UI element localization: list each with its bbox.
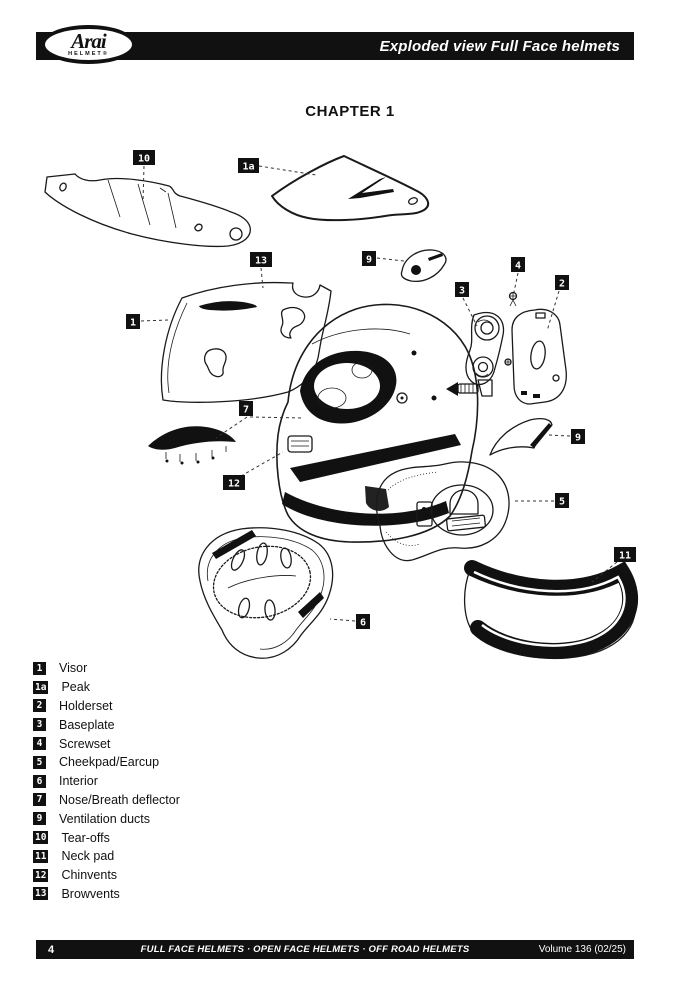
arai-logo: Arai HELMET® — [41, 25, 136, 64]
legend-key: 4 — [33, 737, 46, 751]
svg-text:9: 9 — [575, 433, 581, 444]
svg-text:10: 10 — [138, 154, 150, 165]
legend-label: Tear-offs — [61, 830, 110, 845]
legend-item: 9 Ventilation ducts — [33, 809, 180, 828]
svg-text:9: 9 — [366, 255, 372, 266]
interior-liner-drawing — [198, 527, 334, 659]
part-label-2: 2 — [555, 275, 569, 290]
part-label-5: 5 — [555, 493, 569, 508]
chapter-heading: CHAPTER 1 — [305, 103, 395, 120]
legend-label: Neck pad — [61, 849, 115, 864]
part-label-1: 1 — [126, 314, 140, 329]
legend-label: Visor — [59, 661, 88, 676]
legend-item: 7 Nose/Breath deflector — [33, 791, 180, 810]
part-label-1a: 1a — [238, 158, 259, 173]
part-label-7: 7 — [239, 401, 253, 416]
legend-label: Peak — [61, 680, 90, 695]
browvent-slot — [199, 301, 257, 311]
legend-label: Holderset — [59, 698, 113, 713]
footer-categories: FULL FACE HELMETS · OPEN FACE HELMETS · … — [140, 944, 470, 955]
chin-stripe — [290, 434, 461, 482]
part-label-9-top: 9 — [362, 251, 376, 266]
legend-item: 13 Browvents — [33, 885, 180, 904]
breath-deflector-drawing — [148, 426, 236, 465]
svg-text:1: 1 — [130, 318, 136, 329]
footer-bar: 4 FULL FACE HELMETS · OPEN FACE HELMETS … — [36, 940, 634, 959]
part-label-12: 12 — [223, 475, 245, 490]
svg-text:7: 7 — [243, 405, 249, 416]
vent-duct-top-drawing — [400, 249, 447, 283]
part-label-13: 13 — [250, 252, 272, 267]
helmet-shell-drawing — [276, 303, 479, 543]
legend-key: 12 — [33, 868, 49, 882]
part-labels: 10 1a 13 9 4 2 3 1 — [126, 150, 636, 629]
part-label-3: 3 — [455, 282, 469, 297]
legend-key: 2 — [33, 699, 46, 713]
legend-key: 11 — [33, 849, 49, 863]
legend-label: Ventilation ducts — [59, 811, 151, 826]
legend-item: 6 Interior — [33, 772, 180, 791]
legend-item: 4 Screwset — [33, 734, 180, 753]
svg-text:1a: 1a — [242, 162, 254, 173]
svg-text:2: 2 — [559, 279, 565, 290]
legend-key: 7 — [33, 793, 46, 807]
svg-text:13: 13 — [255, 256, 267, 267]
legend-item: 1a Peak — [33, 678, 180, 697]
legend-item: 2 Holderset — [33, 697, 180, 716]
cheekpad-drawing — [375, 461, 510, 562]
arai-logo-text: Arai — [71, 29, 107, 53]
legend-item: 5 Cheekpad/Earcup — [33, 753, 180, 772]
legend-key: 9 — [33, 812, 46, 826]
parts-legend: 1 Visor 1a Peak 2 Holderset 3 Baseplate 4 Scr… — [33, 659, 180, 903]
legend-label: Browvents — [61, 886, 120, 901]
vent-duct-side-drawing — [489, 418, 553, 456]
neckpad-drawing — [463, 560, 638, 660]
legend-label: Cheekpad/Earcup — [59, 755, 160, 770]
leader-lines — [140, 165, 618, 622]
exploded-view-diagram: 10 1a 13 9 4 2 3 1 — [44, 150, 638, 660]
legend-item: 1 Visor — [33, 659, 180, 678]
screws-drawing — [504, 291, 518, 366]
legend-label: Interior — [59, 774, 98, 789]
legend-label: Nose/Breath deflector — [59, 792, 180, 807]
peak-drawing — [271, 155, 430, 222]
part-label-10: 10 — [133, 150, 155, 165]
tear-off-strip-drawing — [44, 173, 251, 248]
arai-logo-subtext: HELMET® — [68, 51, 109, 57]
part-label-6: 6 — [356, 614, 370, 629]
page-title: Exploded view Full Face helmets — [379, 37, 620, 55]
svg-text:4: 4 — [515, 261, 521, 272]
part-label-9-side: 9 — [571, 429, 585, 444]
legend-item: 11 Neck pad — [33, 847, 180, 866]
part-label-4: 4 — [511, 257, 525, 272]
legend-item: 12 Chinvents — [33, 866, 180, 885]
legend-key: 1 — [33, 661, 46, 675]
legend-item: 10 Tear-offs — [33, 828, 180, 847]
legend-key: 3 — [33, 718, 46, 732]
footer-volume: Volume 136 (02/25) — [538, 944, 626, 955]
holderset-drawing — [511, 308, 567, 405]
legend-key: 1a — [33, 680, 49, 694]
legend-key: 13 — [33, 887, 49, 901]
svg-text:3: 3 — [459, 286, 465, 297]
baseplate-drawing — [446, 311, 505, 397]
legend-label: Screwset — [59, 736, 111, 751]
svg-text:6: 6 — [360, 618, 366, 629]
svg-text:11: 11 — [619, 551, 631, 562]
svg-text:12: 12 — [228, 479, 240, 490]
page-number: 4 — [48, 943, 55, 956]
legend-item: 3 Baseplate — [33, 715, 180, 734]
legend-key: 6 — [33, 774, 46, 788]
legend-key: 10 — [33, 831, 49, 845]
svg-text:5: 5 — [559, 497, 565, 508]
chinvent-detail — [287, 435, 313, 453]
legend-label: Baseplate — [59, 717, 115, 732]
legend-key: 5 — [33, 755, 46, 769]
legend-label: Chinvents — [61, 868, 118, 883]
part-label-11: 11 — [614, 547, 636, 562]
